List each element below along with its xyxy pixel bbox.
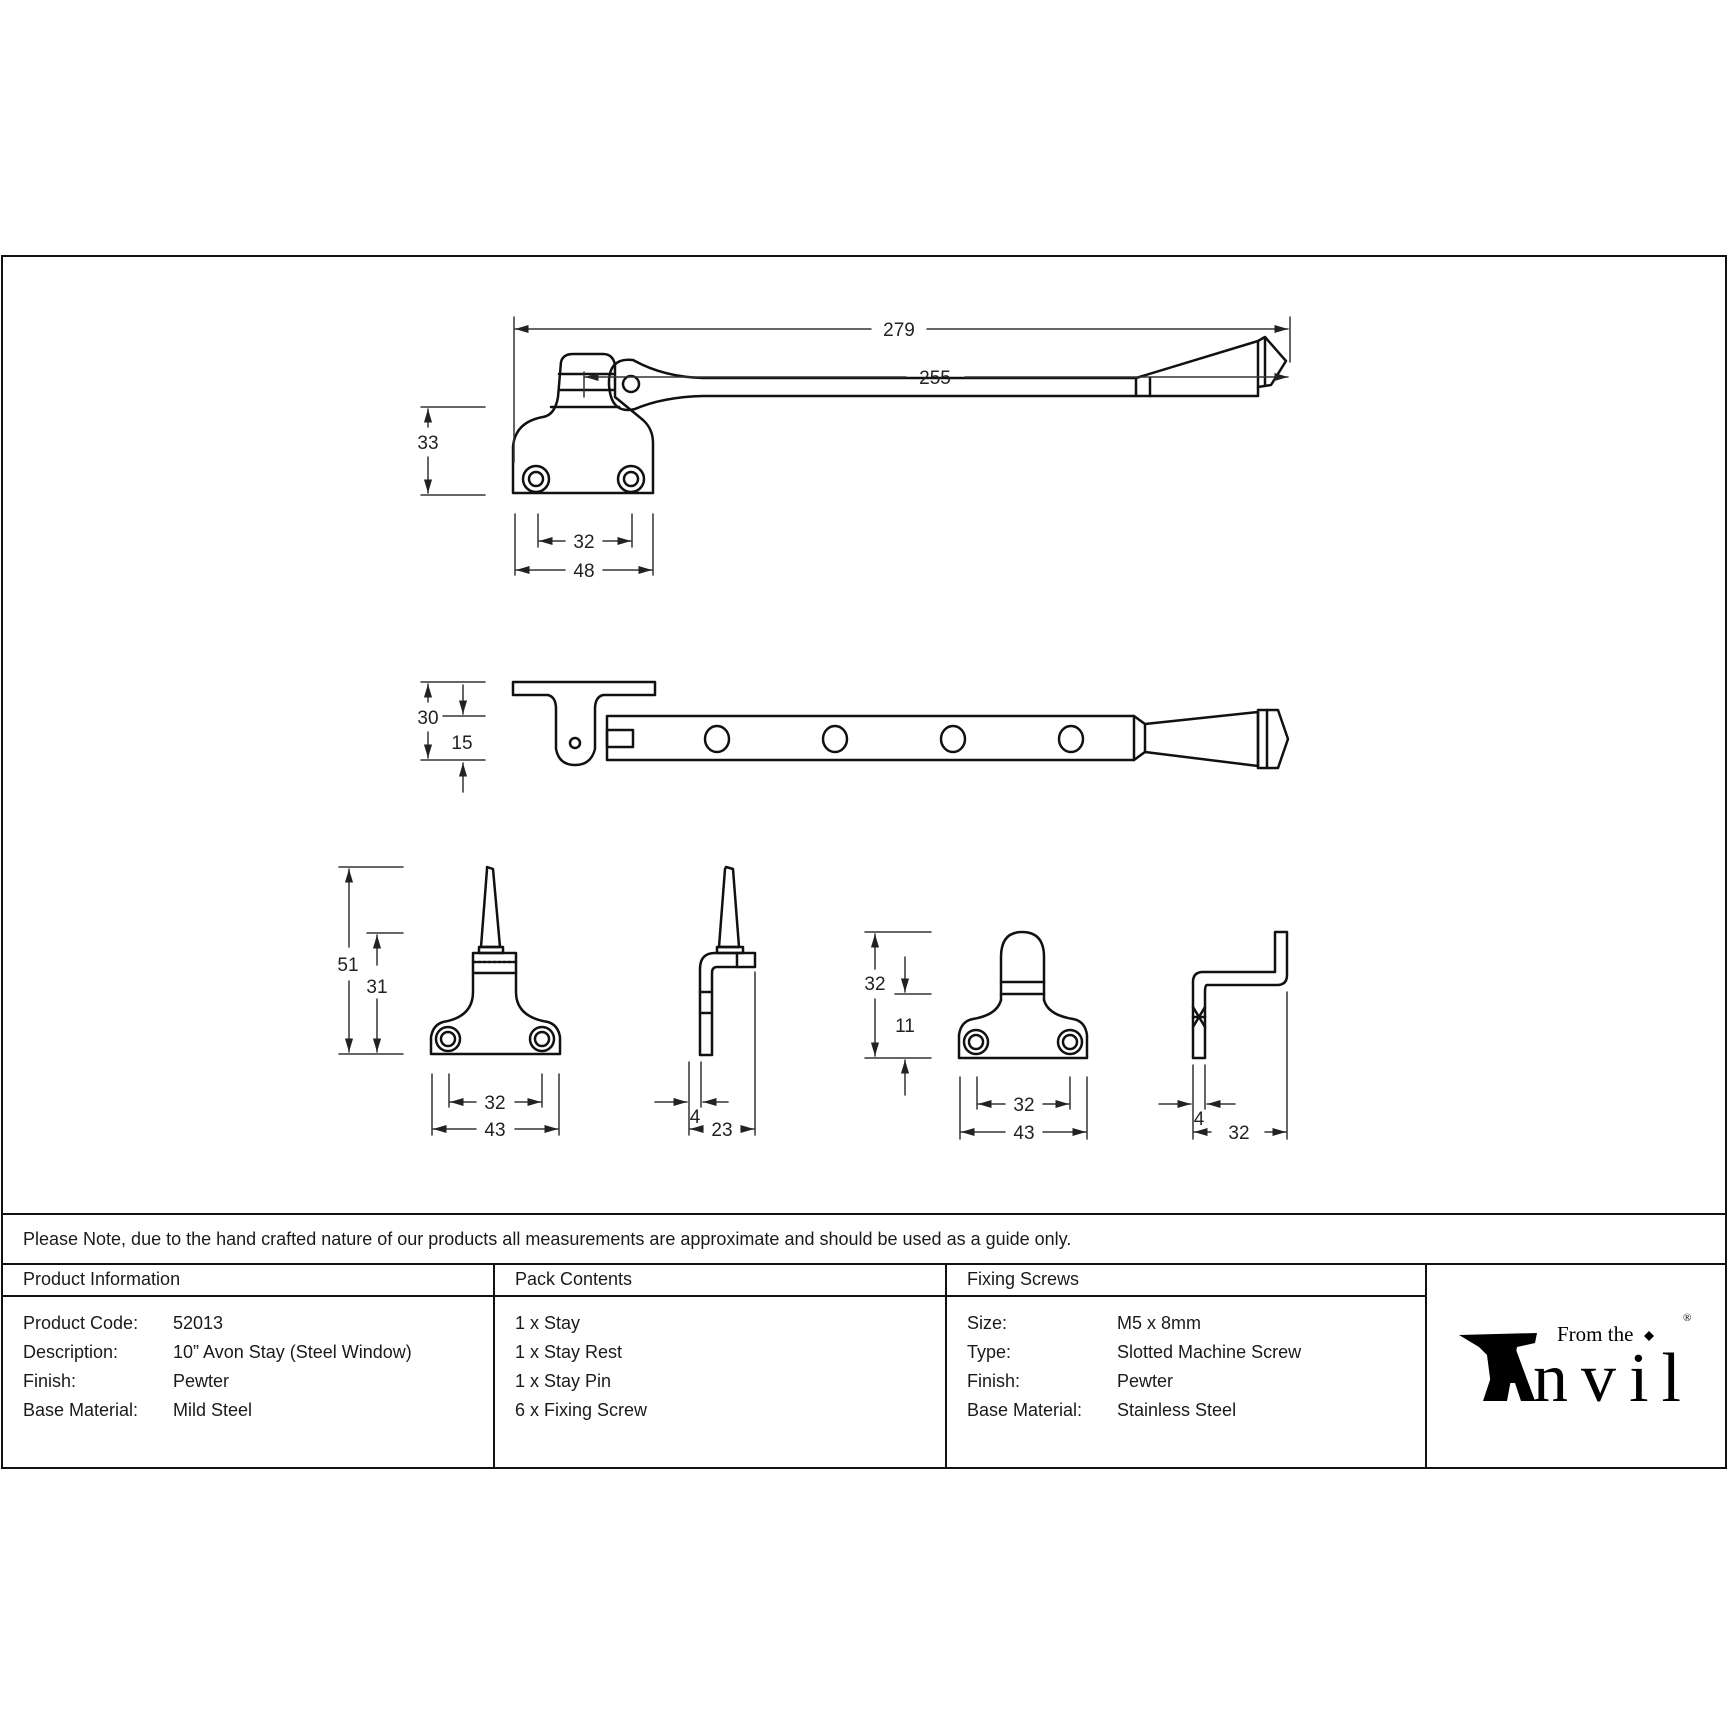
row-value: 52013 [173,1313,224,1333]
dim-rest-base-width: 43 [1013,1123,1034,1144]
stay-top-view [511,335,1288,495]
brand-logo-cell: From the nvil ® [1427,1263,1725,1467]
section-heading: Product Information [3,1263,493,1297]
row-label: Size: [967,1313,1008,1333]
stay-rest-front-dimensions [864,931,1088,1140]
row-label: Finish: [23,1371,77,1391]
stay-side-view [511,680,1290,770]
row-label: Base Material: [23,1400,139,1420]
stay-rest-side-dimensions [1158,991,1288,1140]
side-view-dimensions [420,681,486,793]
dim-rest-depth: 32 [1228,1123,1249,1144]
dimension-labels: 279 255 33 32 48 30 15 51 31 32 43 4 23 … [337,320,1249,1144]
section-heading: Fixing Screws [947,1263,1425,1297]
row-value: Pewter [1117,1371,1174,1391]
anvil-logo: From the nvil ® [1459,1312,1691,1413]
dim-arm-height: 15 [451,733,472,754]
stay-rest-side-view [1191,930,1289,1060]
dim-rest-base-height: 11 [895,1016,915,1037]
pack-item: 1 x Stay Rest [515,1342,623,1362]
row-value: 10” Avon Stay (Steel Window) [173,1342,412,1362]
row-value: M5 x 8mm [1117,1313,1202,1333]
measurement-disclaimer: Please Note, due to the hand crafted nat… [3,1213,1725,1265]
dimension-drawings: 279 255 33 32 48 30 15 51 31 32 43 4 23 … [337,316,1291,1144]
technical-drawing-sheet: 279 255 33 32 48 30 15 51 31 32 43 4 23 … [1,255,1727,1469]
info-row: Base Material: Mild Steel [23,1396,493,1425]
dim-pin-hole-spacing: 32 [484,1093,505,1114]
screw-row: Size: M5 x 8mm [967,1309,1425,1338]
dim-rest-hole-spacing: 32 [1013,1095,1034,1116]
pack-item: 6 x Fixing Screw [515,1400,648,1420]
row-label: Description: [23,1342,119,1362]
dim-rest-height: 32 [864,974,885,995]
info-row: Finish: Pewter [23,1367,493,1396]
dim-arm-length: 255 [919,368,951,389]
stay-pin-front-dimensions [338,866,560,1136]
info-row: Description: 10” Avon Stay (Steel Window… [23,1338,493,1367]
dim-pin-thickness: 4 [690,1107,701,1128]
row-value: Stainless Steel [1117,1400,1237,1420]
row-label: Base Material: [967,1400,1083,1420]
dim-stay-base-width: 48 [573,561,594,582]
product-information-section: Product Information Product Code: 52013 … [3,1263,495,1467]
row-value: Slotted Machine Screw [1117,1342,1302,1362]
stay-rest-front-view [957,930,1089,1060]
dim-stay-hole-spacing: 32 [573,532,594,553]
dim-pin-base-height: 31 [366,977,387,998]
pack-item: 1 x Stay Pin [515,1371,612,1391]
row-label: Type: [967,1342,1012,1362]
dim-pin-depth: 23 [711,1120,732,1141]
screw-row: Base Material: Stainless Steel [967,1396,1425,1425]
diamond-icon [1644,1331,1654,1341]
pack-item: 1 x Stay [515,1313,581,1333]
section-heading: Pack Contents [495,1263,945,1297]
screw-row: Type: Slotted Machine Screw [967,1338,1425,1367]
fixing-screws-section: Fixing Screws Size: M5 x 8mm Type: Slott… [947,1263,1427,1467]
dim-pin-height: 51 [337,955,358,976]
dim-stay-height: 33 [417,433,438,454]
anvil-letter-a [1483,1347,1535,1401]
dim-pin-base-width: 43 [484,1120,505,1141]
dim-side-height: 30 [417,708,438,729]
row-value: Pewter [173,1371,230,1391]
stay-pin-side-dimensions [654,971,756,1136]
stay-pin-side-view [698,865,757,1057]
dim-overall-length: 279 [883,320,915,341]
product-info-table: Product Information Product Code: 52013 … [3,1263,1725,1467]
info-row: Product Code: 52013 [23,1309,493,1338]
drawing-area: 279 255 33 32 48 30 15 51 31 32 43 4 23 … [3,257,1729,1215]
logo-tagline: From the [1557,1322,1633,1346]
dim-rest-thickness: 4 [1194,1109,1205,1130]
row-value: Mild Steel [173,1400,253,1420]
screw-row: Finish: Pewter [967,1367,1425,1396]
top-view-dimensions [420,316,1291,576]
stay-pin-front-view [429,865,562,1056]
pack-contents-section: Pack Contents 1 x Stay 1 x Stay Rest 1 x… [495,1263,947,1467]
row-label: Product Code: [23,1313,139,1333]
registered-mark: ® [1683,1312,1691,1324]
row-label: Finish: [967,1371,1021,1391]
logo-brand: nvil [1533,1340,1681,1413]
